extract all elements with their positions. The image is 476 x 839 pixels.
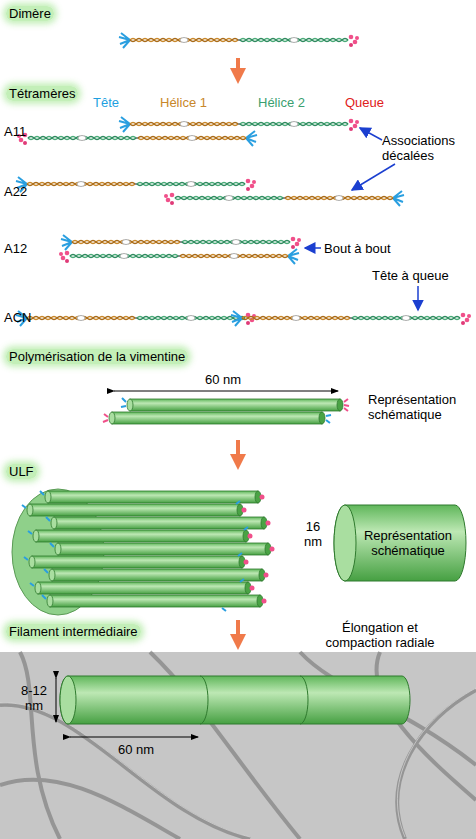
rod [27, 504, 243, 516]
annotation-label: ACN [4, 310, 31, 325]
filament-segment [200, 676, 308, 724]
rod [127, 399, 343, 411]
head-domain [121, 398, 126, 407]
dimer-molecule [164, 191, 404, 206]
tail-domain [103, 414, 108, 422]
annotation-label: A11 [4, 124, 26, 139]
leader-arrow [352, 164, 395, 190]
leader-arrow [305, 247, 321, 249]
annotation-label: Bout à bout [324, 241, 391, 256]
rod [47, 595, 263, 607]
step-arrow [236, 440, 240, 462]
annotation-label: Représentation schématique [368, 392, 468, 422]
leader-arrow [417, 286, 419, 310]
rod [55, 543, 271, 555]
annotation-label: A12 [4, 241, 27, 256]
rod [51, 517, 267, 529]
micrograph-fiber [0, 652, 476, 839]
annotation-label: Élongation et compaction radiale [315, 620, 445, 650]
annotation-label: A22 [4, 184, 27, 199]
cylinder-body [334, 505, 466, 581]
step-arrow [236, 620, 240, 642]
section-heading: ULF [6, 464, 37, 479]
section-heading: Filament intermédiaire [6, 624, 141, 639]
dimer-molecule [119, 33, 359, 48]
annotation-label: Tête [93, 95, 119, 110]
section-heading: Tétramères [6, 86, 78, 101]
dimension-line [56, 678, 57, 722]
dimer-molecule [59, 249, 299, 264]
rod [29, 556, 245, 568]
cylinder-face [334, 505, 356, 581]
dimer-molecule [16, 177, 256, 192]
tail-domain [242, 495, 275, 604]
leader-arrow [360, 128, 382, 140]
step-arrow [236, 58, 240, 76]
annotation-label: Queue [345, 95, 384, 110]
dimer-molecule [17, 131, 257, 146]
dimension-line [114, 391, 338, 392]
head-domain [22, 491, 248, 611]
tail-domain [344, 399, 349, 411]
annotation-label: Hélice 1 [160, 95, 207, 110]
micrograph [0, 652, 476, 839]
annotation-label: 8-12 nm [14, 683, 54, 713]
rod [49, 569, 265, 581]
rod [33, 530, 249, 542]
annotation-label: 60 nm [205, 372, 241, 387]
dimer-molecule [119, 117, 359, 132]
head-domain [326, 415, 331, 423]
rod [45, 491, 261, 503]
annotation-label: 16 nm [298, 519, 328, 549]
dimension-line [70, 737, 198, 738]
node-text: Représentation schématique [355, 504, 461, 582]
dimer-molecule [231, 311, 471, 326]
rod [109, 412, 325, 424]
annotation-label: Tête à queue [372, 268, 449, 283]
annotation-label: Associations décalées [382, 133, 474, 163]
section-heading: Polymérisation de la vimentine [6, 349, 188, 364]
dimer-molecule [61, 235, 301, 250]
section-heading: Dimère [6, 6, 54, 21]
dimer-molecule [16, 311, 256, 326]
rod [35, 582, 251, 594]
filament-cylinder [60, 676, 410, 724]
filament-cylinder [60, 676, 76, 724]
schematic-cylinder: Représentation schématique [333, 504, 467, 582]
annotation-label: 60 nm [118, 742, 154, 757]
annotation-label: Hélice 2 [258, 95, 305, 110]
